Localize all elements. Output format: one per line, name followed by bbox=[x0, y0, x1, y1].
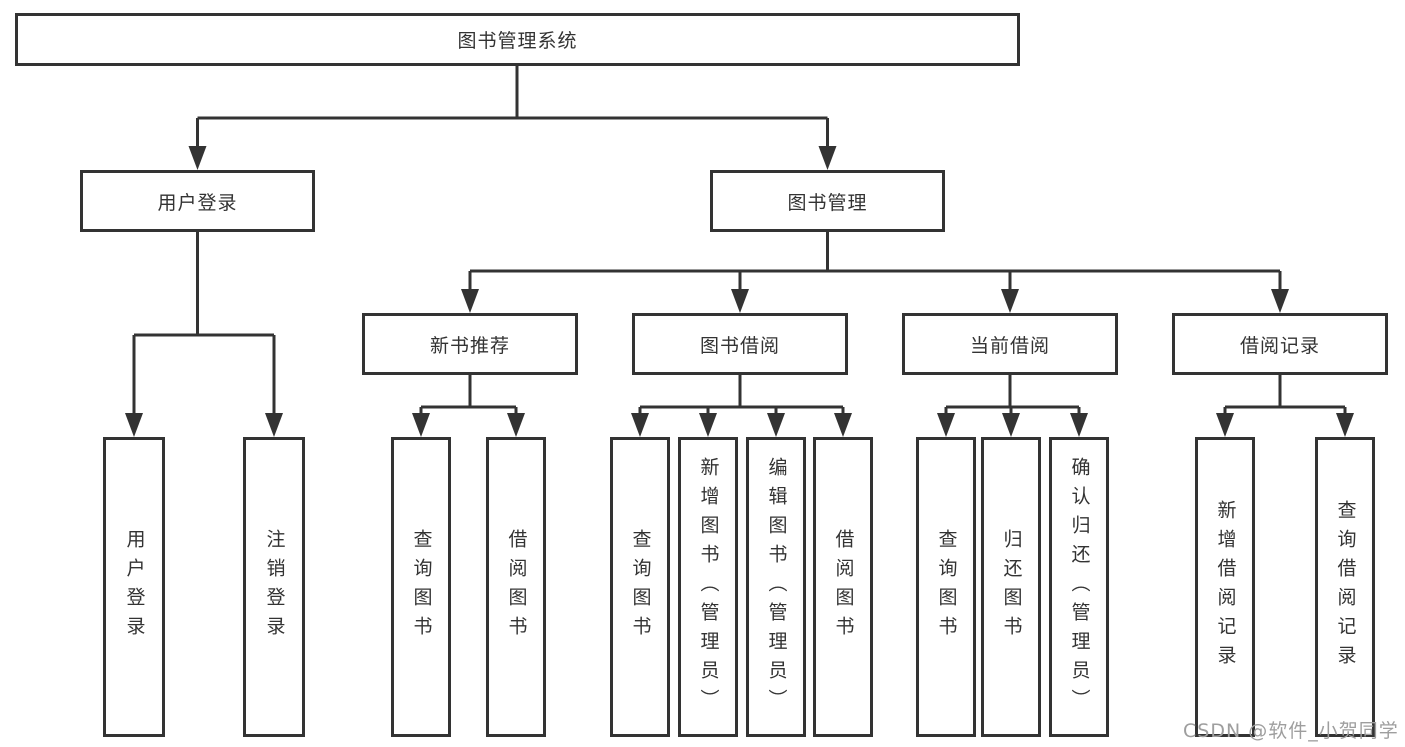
leaf-borrow-books-2: 借阅图书 bbox=[813, 437, 873, 737]
csdn-watermark: CSDN @软件_小贺同学 bbox=[1183, 720, 1399, 742]
node-label: 新书推荐 bbox=[429, 334, 510, 357]
node-label: 查询图书 bbox=[629, 529, 652, 645]
leaf-query-books-1: 查询图书 bbox=[391, 437, 451, 737]
node-root-book-management-system: 图书管理系统 bbox=[15, 13, 1020, 66]
node-label: 编辑图书（管理员） bbox=[765, 456, 788, 718]
leaf-user-login: 用户登录 bbox=[103, 437, 165, 737]
node-label: 图书管理 bbox=[787, 191, 868, 214]
node-label: 图书管理系统 bbox=[457, 30, 578, 52]
node-label: 借阅记录 bbox=[1239, 334, 1320, 357]
node-label: 图书借阅 bbox=[699, 334, 780, 357]
node-label: 新增借阅记录 bbox=[1214, 500, 1237, 674]
leaf-add-books-admin: 新增图书（管理员） bbox=[678, 437, 738, 737]
node-label: 归还图书 bbox=[1000, 529, 1023, 645]
leaf-edit-books-admin: 编辑图书（管理员） bbox=[746, 437, 806, 737]
node-new-book-recommendation: 新书推荐 bbox=[362, 313, 578, 375]
leaf-return-books: 归还图书 bbox=[981, 437, 1041, 737]
leaf-query-books-3: 查询图书 bbox=[916, 437, 976, 737]
node-label: 注销登录 bbox=[263, 529, 286, 645]
node-label: 查询图书 bbox=[935, 529, 958, 645]
node-book-borrowing: 图书借阅 bbox=[632, 313, 848, 375]
node-label: 借阅图书 bbox=[832, 529, 855, 645]
leaf-add-borrow-record: 新增借阅记录 bbox=[1195, 437, 1255, 737]
node-label: 用户登录 bbox=[123, 529, 146, 645]
node-label: 借阅图书 bbox=[505, 529, 528, 645]
node-book-management: 图书管理 bbox=[710, 170, 945, 232]
leaf-borrow-books-1: 借阅图书 bbox=[486, 437, 546, 737]
node-current-borrowing: 当前借阅 bbox=[902, 313, 1118, 375]
node-label: 当前借阅 bbox=[969, 334, 1050, 357]
node-borrowing-records: 借阅记录 bbox=[1172, 313, 1388, 375]
node-label: 确认归还（管理员） bbox=[1068, 456, 1091, 718]
node-user-login: 用户登录 bbox=[80, 170, 315, 232]
node-label: 用户登录 bbox=[157, 191, 238, 214]
leaf-query-books-2: 查询图书 bbox=[610, 437, 670, 737]
leaf-logout: 注销登录 bbox=[243, 437, 305, 737]
node-label: 查询图书 bbox=[410, 529, 433, 645]
leaf-confirm-return-admin: 确认归还（管理员） bbox=[1049, 437, 1109, 737]
leaf-query-borrow-record: 查询借阅记录 bbox=[1315, 437, 1375, 737]
node-label: 新增图书（管理员） bbox=[697, 456, 720, 718]
node-label: 查询借阅记录 bbox=[1334, 500, 1357, 674]
